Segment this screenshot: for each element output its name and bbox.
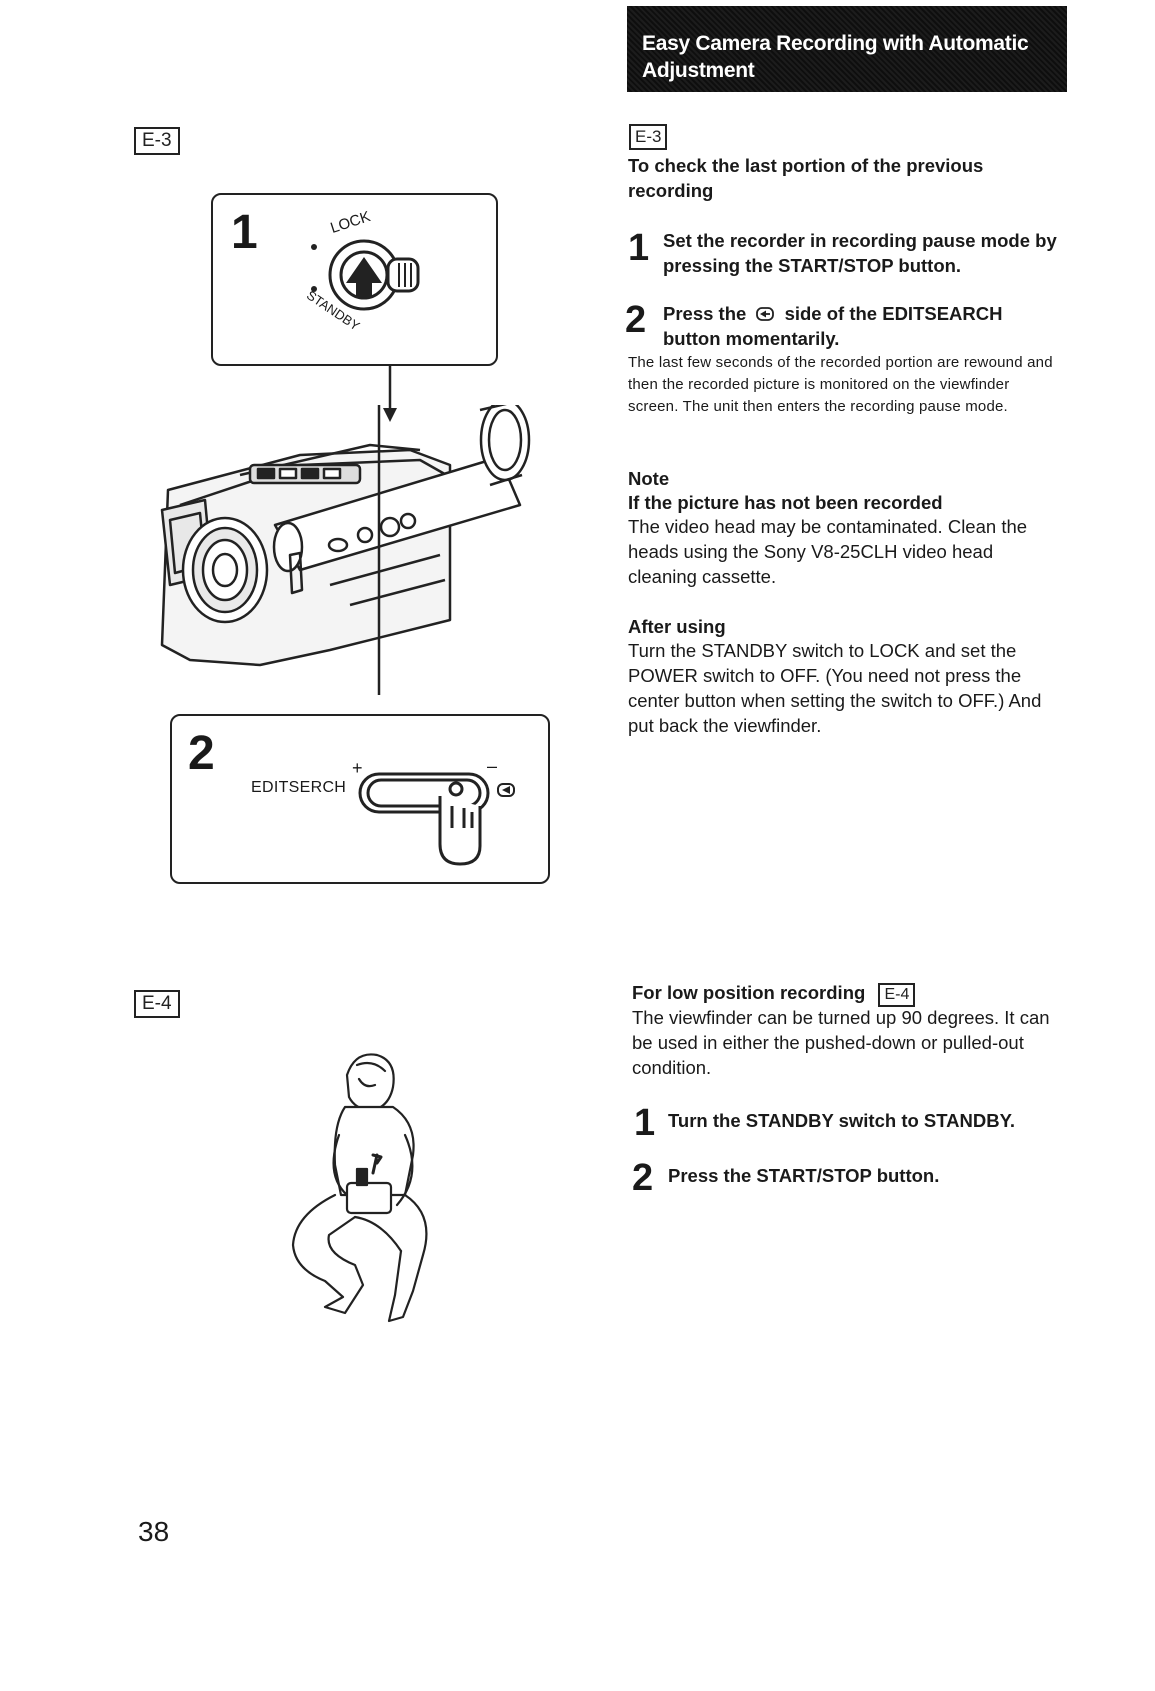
e4-step1-number: 1 [634,1102,656,1144]
e3-step2-text-after: side of the EDITSEARCH button momentaril… [663,303,1003,349]
section-e3-ref: E-3 [629,124,668,150]
section-e4-heading: For low position recording E-4 [632,980,916,1007]
plus-label: + [352,758,363,778]
e3-step2-number: 2 [625,299,647,341]
e3-step2-text-before: Press the [663,303,747,324]
minus-label: – [487,756,498,776]
e3-step1-text: Set the recorder in recording pause mode… [663,230,1057,276]
e4-step1-text: Turn the STANDBY switch to STANDBY. [668,1110,1016,1131]
standby-switch-illustration [311,239,420,311]
e3-step2-detail: The last few seconds of the recorded por… [628,354,1053,415]
e3-step1-number: 1 [628,227,650,269]
panel-1-number: 1 [231,206,258,259]
section-e4-body: The viewfinder can be turned up 90 degre… [632,1007,1050,1078]
note-title: Note [628,468,670,489]
editsearch-button-illustration [358,772,515,866]
figure-e3-label: E-3 [134,127,180,155]
connector-arrow-1 [383,364,397,422]
figure-e4-label: E-4 [134,990,180,1018]
note-body: The video head may be contaminated. Clea… [628,516,1028,587]
section-e4-heading-text: For low position recording [632,982,866,1003]
figure-panel-1: 1 LOCK STANDBY [211,193,498,366]
figure-panel-2: 2 EDITSERCH + – [170,714,550,884]
header-banner: Easy Camera Recording with Automatic Adj… [627,6,1067,92]
page-number: 38 [138,1516,170,1547]
note-subtitle: If the picture has not been recorded [628,492,943,513]
e4-step2-text: Press the START/STOP button. [668,1165,940,1186]
banner-title-line2: Adjustment [642,59,755,82]
section-e4-ref: E-4 [878,983,916,1007]
e4-step2-number: 2 [632,1157,654,1199]
rewind-search-icon [756,307,775,321]
section-e3-heading: To check the last portion of the previou… [628,155,984,201]
camcorder-illustration [160,405,531,695]
panel-2-number: 2 [188,727,215,780]
after-using-body: Turn the STANDBY switch to LOCK and set … [628,640,1042,736]
person-low-position-illustration [291,1053,428,1323]
editsearch-label: EDITSERCH [251,779,347,796]
e3-step2-text: Press the side of the EDITSEARCH button … [663,301,1063,351]
banner-title-line1: Easy Camera Recording with Automatic [642,32,1029,55]
after-using-title: After using [628,616,726,637]
